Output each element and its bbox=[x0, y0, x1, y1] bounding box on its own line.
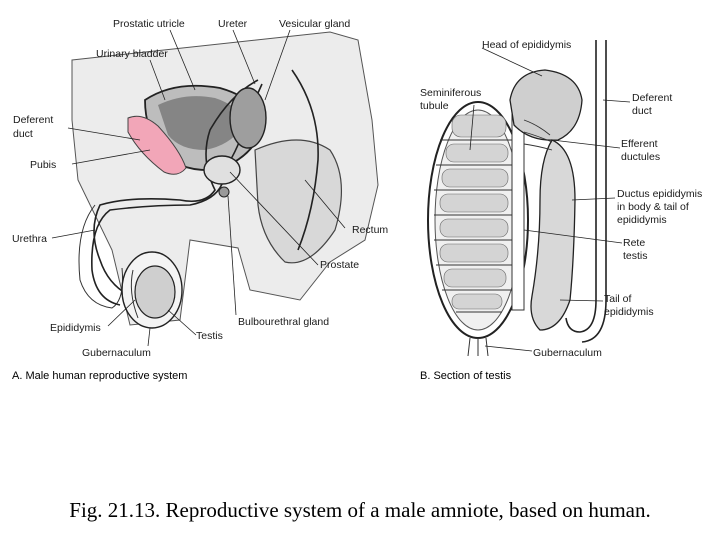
gubernaculum-cord-b bbox=[467, 337, 489, 357]
lobule-septa bbox=[434, 139, 524, 313]
panel-b-subtitle: B. Section of testis bbox=[420, 370, 512, 382]
label-deferent-duct-a-2: duct bbox=[13, 128, 33, 140]
label-tail-of-epididymis-1: Tail of bbox=[604, 293, 632, 305]
label-ductus-epididymis-2: in body & tail of bbox=[617, 201, 689, 213]
vesicular-gland bbox=[229, 87, 267, 149]
label-seminiferous-tubule-1: Seminiferous bbox=[420, 87, 481, 99]
deferent-duct-b bbox=[565, 40, 597, 333]
seminiferous-lobules bbox=[439, 114, 509, 310]
label-deferent-duct-b-2: duct bbox=[632, 105, 652, 117]
rete-column bbox=[511, 109, 525, 311]
label-ureter: Ureter bbox=[218, 18, 248, 30]
testis-body bbox=[134, 265, 176, 319]
penis-outline bbox=[78, 204, 123, 309]
label-urethra: Urethra bbox=[12, 233, 47, 245]
panel-a-labels: Prostatic utricle Ureter Vesicular gland… bbox=[12, 18, 388, 382]
deferent-duct-b-2 bbox=[581, 40, 607, 343]
efferent-ductules bbox=[523, 119, 553, 151]
label-rete-testis-2: testis bbox=[623, 250, 648, 262]
label-epididymis-a: Epididymis bbox=[50, 322, 101, 334]
label-deferent-duct-a-1: Deferent bbox=[13, 114, 53, 126]
epididymis-shape bbox=[130, 269, 139, 319]
prostate-gland bbox=[203, 155, 241, 185]
label-vesicular-gland: Vesicular gland bbox=[279, 18, 350, 30]
deferent-duct-tube bbox=[93, 79, 259, 301]
label-gubernaculum-a: Gubernaculum bbox=[82, 347, 151, 359]
label-rete-testis-1: Rete bbox=[623, 237, 645, 249]
label-prostate: Prostate bbox=[320, 259, 359, 271]
rectum-region bbox=[254, 139, 342, 264]
epididymis-body bbox=[530, 139, 576, 331]
panel-b-drawing bbox=[427, 40, 607, 357]
label-bulbourethral-gland: Bulbourethral gland bbox=[238, 316, 329, 328]
label-testis: Testis bbox=[196, 330, 223, 342]
figure-caption: Fig. 21.13. Reproductive system of a mal… bbox=[69, 498, 651, 522]
epididymis-head bbox=[509, 69, 583, 141]
label-efferent-ductules-1: Efferent bbox=[621, 138, 658, 150]
panel-a-leaders bbox=[51, 29, 346, 347]
panel-a-drawing bbox=[71, 31, 379, 329]
panel-b-leaders bbox=[469, 47, 631, 352]
panel-b-labels: Head of epididymis Seminiferous tubule D… bbox=[420, 39, 702, 382]
label-seminiferous-tubule-2: tubule bbox=[420, 100, 449, 112]
urethra-tube bbox=[91, 183, 223, 306]
label-head-of-epididymis: Head of epididymis bbox=[482, 39, 571, 51]
label-gubernaculum-b: Gubernaculum bbox=[533, 347, 602, 359]
label-pubis: Pubis bbox=[30, 159, 56, 171]
label-rectum: Rectum bbox=[352, 224, 388, 236]
bulbourethral-gland bbox=[218, 186, 230, 198]
label-efferent-ductules-2: ductules bbox=[621, 151, 660, 163]
label-ductus-epididymis-1: Ductus epididymis bbox=[617, 188, 702, 200]
label-tail-of-epididymis-2: epididymis bbox=[604, 306, 654, 318]
rectum-tube bbox=[291, 69, 319, 251]
label-urinary-bladder: Urinary bladder bbox=[96, 48, 168, 60]
label-ductus-epididymis-3: epididymis bbox=[617, 214, 667, 226]
label-deferent-duct-b-1: Deferent bbox=[632, 92, 672, 104]
bladder-lumen bbox=[158, 96, 244, 150]
pubis-bone bbox=[127, 115, 187, 175]
panel-a-subtitle: A. Male human reproductive system bbox=[12, 370, 187, 382]
label-prostatic-utricle: Prostatic utricle bbox=[113, 18, 185, 30]
